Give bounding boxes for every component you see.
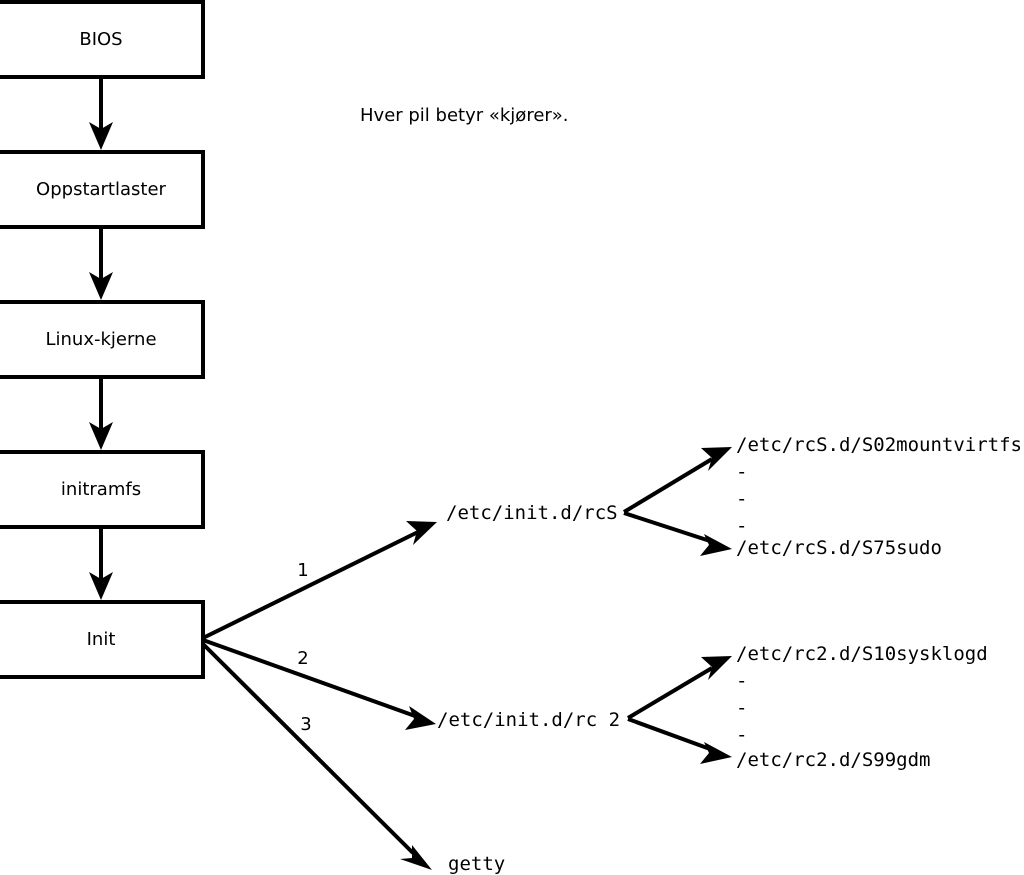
node-init[interactable]: Init — [0, 600, 205, 679]
rcs-ellipsis-dash-3: - — [736, 515, 747, 537]
diagram-note: Hver pil betyr «kjører». — [360, 105, 569, 126]
edge-number-2: 2 — [297, 648, 308, 669]
arrow-bios-to-bootloader — [89, 77, 113, 150]
arrow-rcs-to-last-script — [623, 511, 732, 556]
node-init-label: Init — [87, 629, 116, 650]
node-initramfs-label: initramfs — [61, 479, 141, 500]
arrow-init-branch-1 — [202, 521, 437, 640]
arrow-rc2-to-last-script — [627, 717, 732, 764]
edge-number-3: 3 — [300, 714, 311, 735]
rc2-first-script-label: /etc/rc2.d/S10sysklogd — [736, 643, 988, 665]
arrow-rc2-to-first-script — [626, 656, 732, 720]
node-kernel[interactable]: Linux-kjerne — [0, 300, 205, 379]
node-kernel-rect — [0, 300, 205, 379]
arrow-init-branch-3 — [201, 642, 432, 870]
rc2-ellipsis-dash-1: - — [736, 670, 747, 692]
arrow-bootloader-to-kernel — [89, 227, 113, 300]
node-bios-label: BIOS — [79, 29, 122, 50]
branch-label-rcS: /etc/init.d/rcS — [446, 502, 618, 524]
rcs-first-script-label: /etc/rcS.d/S02mountvirtfs — [736, 434, 1022, 456]
arrow-rcs-to-first-script — [622, 447, 732, 514]
branch-label-rc2: /etc/init.d/rc 2 — [437, 709, 620, 731]
node-initramfs[interactable]: initramfs — [0, 450, 205, 529]
rcs-ellipsis-dash-1: - — [736, 461, 747, 483]
rc2-ellipsis-dash-3: - — [736, 724, 747, 746]
rc2-ellipsis-dash-2: - — [736, 697, 747, 719]
rcs-ellipsis-dash-2: - — [736, 488, 747, 510]
node-init-rect — [0, 600, 205, 679]
rc2-last-script-label: /etc/rc2.d/S99gdm — [736, 749, 930, 771]
node-bootloader-rect — [0, 150, 205, 229]
node-bootloader[interactable]: Oppstartlaster — [0, 150, 205, 229]
edge-number-1: 1 — [297, 560, 308, 581]
node-kernel-label: Linux-kjerne — [45, 329, 156, 350]
arrow-kernel-to-initramfs — [89, 377, 113, 450]
node-initramfs-rect — [0, 450, 205, 529]
arrow-initramfs-to-init — [89, 527, 113, 600]
node-bios-rect — [0, 0, 205, 79]
arrow-init-branch-2 — [202, 638, 436, 730]
node-bios[interactable]: BIOS — [0, 0, 205, 79]
rcs-last-script-label: /etc/rcS.d/S75sudo — [736, 537, 942, 559]
node-bootloader-label: Oppstartlaster — [36, 179, 166, 200]
branch-label-getty: getty — [448, 853, 505, 875]
